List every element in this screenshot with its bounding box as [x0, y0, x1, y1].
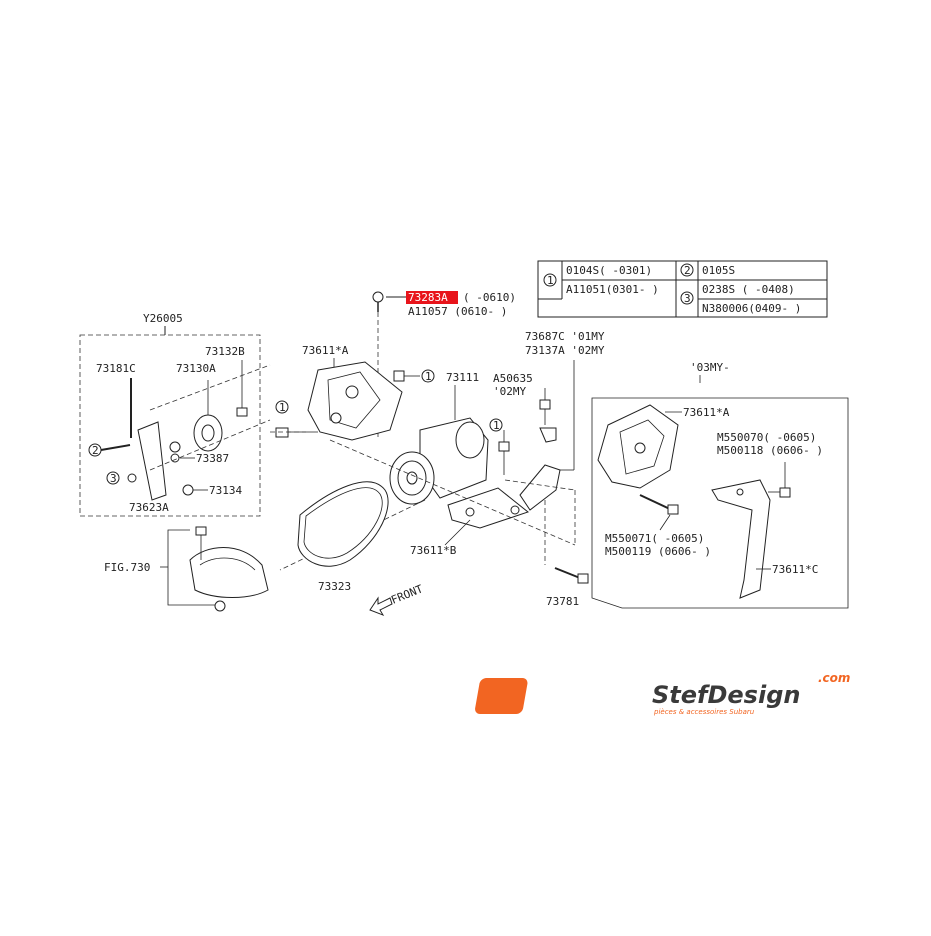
label-front: FRONT: [389, 582, 425, 607]
label-hl-range: ( -0610): [463, 291, 516, 304]
label-73130A: 73130A: [176, 362, 216, 375]
legend-num-2: 2: [684, 264, 691, 277]
group-03my: '03MY- 73611*A M550071( -0605) M500119 (…: [591, 361, 849, 609]
logo-tagline: pièces & accessoires Subaru: [653, 708, 755, 716]
label-73611C: 73611*C: [772, 563, 818, 576]
part-73283A[interactable]: 73283A: [372, 291, 458, 440]
legend-row2-left: A11051(0301- ): [566, 283, 659, 296]
label-73687C: 73687C '01MY: [525, 330, 605, 343]
part-73323-belt[interactable]: 73323: [297, 481, 389, 593]
legend-row1-mid: 0105S: [702, 264, 735, 277]
label-a11057: A11057 (0610- ): [408, 305, 507, 318]
label-73611A-03my: 73611*A: [683, 406, 730, 419]
label-fig730[interactable]: FIG.730: [104, 561, 150, 574]
svg-text:2: 2: [92, 444, 99, 457]
highlight-box: [406, 291, 458, 304]
legend-row2-mid2: N380006(0409- ): [702, 302, 801, 315]
front-arrow: FRONT: [369, 582, 425, 616]
legend-num-3: 3: [684, 292, 691, 305]
label-a50635: A50635: [493, 372, 533, 385]
label-03my: '03MY-: [690, 361, 730, 374]
label-73134: 73134: [209, 484, 242, 497]
legend-table: 1 2 3 0104S( -0301) A11051(0301- ) 0105S…: [537, 260, 828, 318]
label-73781: 73781: [546, 595, 579, 608]
label-73611A: 73611*A: [302, 344, 349, 357]
part-73611A[interactable]: 73611*A 1 1: [270, 344, 435, 441]
label-73111: 73111: [446, 371, 479, 384]
label-73623A: 73623A: [129, 501, 169, 514]
label-a50635-my: '02MY: [493, 385, 526, 398]
part-73611B[interactable]: 73611*B: [410, 487, 530, 557]
legend-num-1: 1: [547, 274, 554, 287]
logo-brand: StefDesign: [652, 681, 800, 709]
stefdesign-logo: .com StefDesign pièces & accessoires Sub…: [475, 671, 850, 716]
highlighted-part-label[interactable]: 73283A: [408, 291, 448, 304]
part-73111-compressor[interactable]: 73111 1: [389, 371, 510, 505]
label-73323: 73323: [318, 580, 351, 593]
label-73387: 73387: [196, 452, 229, 465]
logo-mark-icon: [475, 678, 652, 714]
group-y26005: Y26005 73132B 73181C 73130A 73387 73134 …: [79, 312, 271, 517]
label-73181C: 73181C: [96, 362, 136, 375]
part-73781[interactable]: 73781: [546, 567, 589, 608]
svg-text:1: 1: [279, 401, 286, 414]
label-73132B: 73132B: [205, 345, 245, 358]
label-y26005: Y26005: [143, 312, 183, 325]
label-m550070: M550070( -0605): [717, 431, 816, 444]
label-m550071: M550071( -0605): [605, 532, 704, 545]
label-73137A: 73137A '02MY: [525, 344, 605, 357]
logo-dotcom: .com: [818, 671, 850, 685]
part-73687C[interactable]: 73687C '01MY 73137A '02MY A50635 '02MY: [493, 330, 605, 511]
svg-text:1: 1: [493, 419, 500, 432]
part-fig730-cover[interactable]: FIG.730: [104, 526, 269, 612]
label-m500119: M500119 (0606- ): [605, 545, 711, 558]
legend-row2-mid1: 0238S ( -0408): [702, 283, 795, 296]
label-73611B: 73611*B: [410, 544, 457, 557]
label-m500118: M500118 (0606- ): [717, 444, 823, 457]
svg-text:3: 3: [110, 472, 117, 485]
svg-text:1: 1: [425, 370, 432, 383]
legend-row1-left: 0104S( -0301): [566, 264, 652, 277]
